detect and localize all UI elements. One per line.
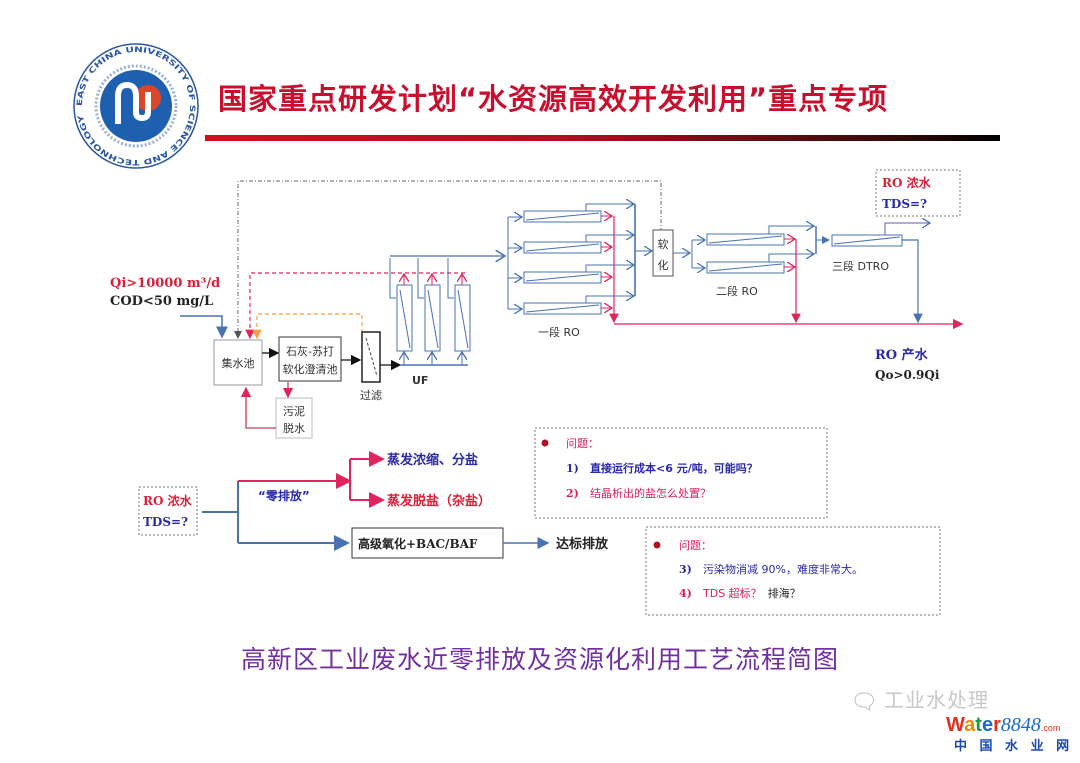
- sludge-dewatering-box: [275, 397, 313, 439]
- zld-label: “零排放”: [258, 488, 310, 503]
- option-evap-mixed: 蒸发脱盐（杂盐）: [387, 493, 491, 509]
- softening-label-2: 化: [658, 258, 669, 272]
- brand-number: 8848: [1000, 714, 1041, 736]
- water8848-cn-name: 中 国 水 业 网: [954, 739, 1074, 754]
- filter-label: 过滤: [360, 389, 382, 402]
- aop-box: [351, 527, 504, 559]
- q2-text: 结晶析出的盐怎么处置？: [590, 486, 711, 500]
- ro-stage1-label: 一段 RO: [538, 325, 580, 339]
- watermark: 🗨 工业水处理 Water8848.com 中 国 水 业 网: [850, 688, 1078, 762]
- questions-1-heading: 问题：: [566, 437, 599, 450]
- aop-label: 高级氧化+BAC/BAF: [358, 536, 478, 551]
- softening-clarifier-box: [278, 336, 342, 382]
- q3-text: 污染物消减 90%，难度非常大。: [703, 562, 863, 576]
- inflow-cod-label: COD<50 mg/L: [110, 294, 213, 309]
- brand-letter-a: a: [964, 714, 976, 736]
- bullet-icon: [541, 439, 549, 447]
- ro-stage2-modules: [691, 226, 830, 324]
- q3-num: 3): [679, 563, 692, 576]
- water8848-logo: Water8848.com: [946, 715, 1060, 735]
- clarifier-label-2: 软化澄清池: [283, 362, 338, 376]
- bullet-icon: [653, 541, 661, 549]
- option-evap-salt: 蒸发浓缩、分盐: [387, 452, 478, 468]
- q4-text-dark: 排海？: [768, 586, 801, 600]
- brand-letter-w: W: [946, 714, 965, 736]
- wechat-icon: 🗨: [850, 690, 878, 715]
- university-logo: EAST CHINA UNIVERSITY OF SCIENCE AND TEC…: [73, 43, 199, 169]
- questions-2-heading: 问题：: [679, 539, 712, 552]
- q4-text-red: TDS 超标？: [702, 586, 762, 600]
- sludge-label-2: 脱水: [283, 421, 305, 435]
- ro-stage2-label: 二段 RO: [716, 284, 758, 298]
- disposal-source-label-1: RO 浓水: [143, 493, 193, 508]
- ro-product-label: RO 产水: [875, 347, 929, 363]
- clarifier-label-1: 石灰-苏打: [286, 344, 334, 358]
- q1-num: 1): [566, 462, 579, 475]
- questions-box-2: [645, 526, 941, 616]
- brand-letter-t: t: [975, 714, 982, 736]
- q1-text: 直接运行成本<6 元/吨，可能吗？: [590, 461, 758, 475]
- collection-tank-label: 集水池: [222, 356, 255, 370]
- brand-domain: .com: [1040, 723, 1061, 733]
- uf-label: UF: [412, 374, 428, 387]
- ro-concentrate-label: RO 浓水: [882, 175, 932, 190]
- brand-letter-r: r: [993, 714, 1001, 736]
- discharge-label: 达标排放: [556, 536, 609, 552]
- ro-concentrate-tds: TDS=?: [882, 197, 927, 211]
- wechat-account-name: 工业水处理: [884, 688, 989, 712]
- uf-backwash-return: [245, 272, 465, 340]
- ro-product-q: Qo>0.9Qi: [875, 368, 940, 382]
- ro-stage3-modules: [831, 223, 930, 324]
- disposal-source-label-2: TDS=?: [143, 515, 188, 529]
- collection-tank-box: [213, 339, 263, 386]
- recycle-line-grey: [234, 180, 662, 339]
- ro-concentrate-box: [875, 169, 961, 217]
- ro-stage1-modules: [507, 204, 652, 324]
- brand-letter-e: e: [981, 714, 994, 736]
- softening-label-1: 软: [658, 237, 669, 251]
- page-title: 国家重点研发计划“水资源高效开发利用”重点专项: [218, 82, 889, 116]
- inflow-arrow: [180, 315, 228, 339]
- filter-box: [361, 331, 381, 383]
- uf-modules: [389, 256, 505, 365]
- sludge-return-line: [240, 386, 276, 429]
- q2-num: 2): [566, 487, 579, 500]
- title-underline: [205, 135, 1000, 141]
- questions-box-1: [534, 427, 828, 519]
- ro-stage3-label: 三段 DTRO: [832, 259, 889, 273]
- q4-num: 4): [679, 587, 692, 600]
- filter-backwash-return: [252, 313, 363, 347]
- inflow-q-label: Qi>10000 m³/d: [110, 276, 220, 291]
- sludge-label-1: 污泥: [283, 405, 305, 418]
- diagram-caption: 高新区工业废水近零排放及资源化利用工艺流程简图: [240, 645, 839, 674]
- disposal-source-box: [138, 486, 198, 536]
